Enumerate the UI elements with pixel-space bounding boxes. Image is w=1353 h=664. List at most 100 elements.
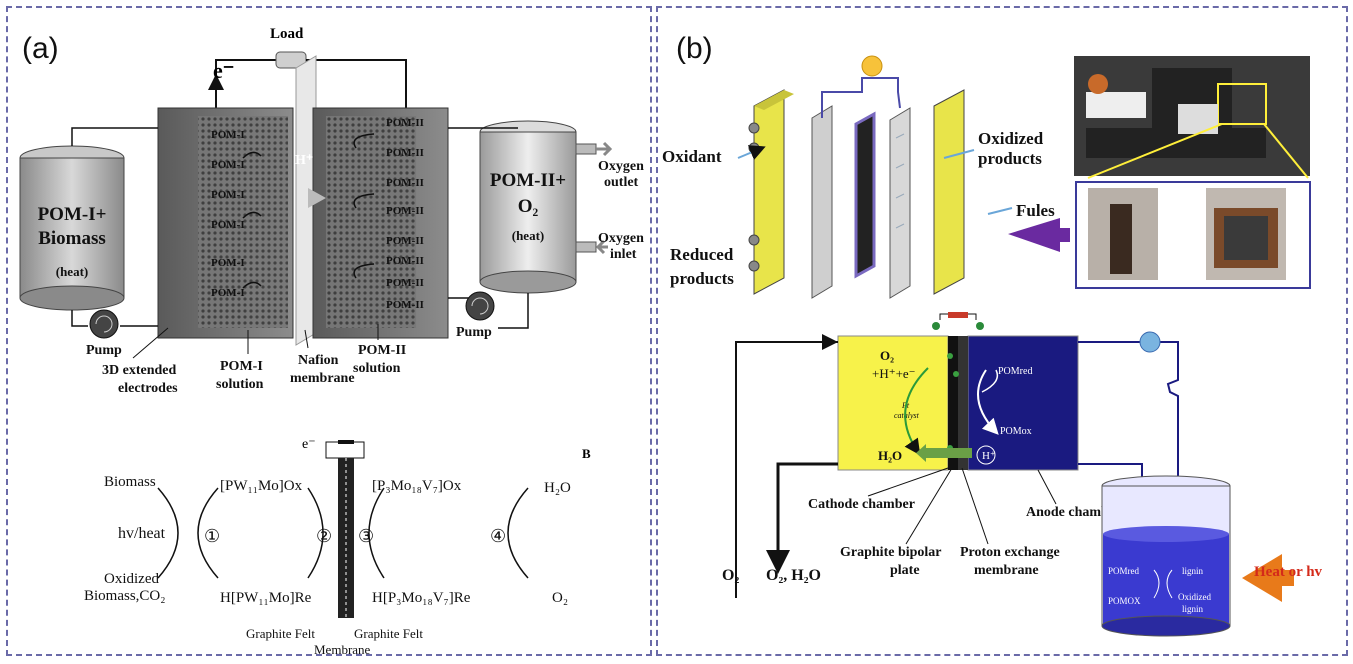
panel-b-diagram: Oxidant Reduced products Oxidized produc… [662, 55, 1323, 637]
oxidized-lignin-2: lignin [1182, 604, 1204, 614]
lignin-label: lignin [1182, 566, 1204, 576]
left-tank-line1: POM-I+ [38, 204, 107, 225]
reduced-1: Reduced [670, 245, 734, 264]
pom1-label: POM-I [211, 219, 245, 231]
load-label: Load [270, 26, 304, 42]
proton-1: Proton exchange [960, 545, 1060, 560]
panel-a-label: (a) [22, 32, 59, 65]
proton-membrane [958, 336, 968, 470]
pom2-label: POM-II [386, 177, 424, 189]
electron-label-b: e⁻ [302, 437, 316, 452]
o2-h2o-label: O₂, H₂O [766, 567, 821, 584]
oxidized-2: Biomass,CO₂ [84, 588, 166, 604]
hplus-b-label: H⁺ [982, 450, 996, 462]
pom1-label: POM-I [211, 257, 245, 269]
panel-b-label: (b) [676, 32, 713, 65]
step-1: ① [204, 526, 220, 546]
panel-a-diagram: H⁺ POM-I POM-I POM-I POM-I POM-I POM-I P… [19, 26, 644, 657]
electron-label-a: e⁻ [213, 58, 234, 83]
pw-ox-label: [PW₁₁Mo]Ox [220, 478, 303, 494]
pt-catalyst-2: catalyst [894, 411, 920, 420]
pump-left-icon [89, 309, 119, 339]
right-tank-line1: POM-II+ [490, 170, 566, 191]
right-tank-line2: O₂ [518, 196, 539, 217]
oxidant-label: Oxidant [662, 147, 722, 166]
panel-a: (a) [6, 6, 652, 657]
anode-chamber [967, 335, 1079, 471]
left-tank-line2: Biomass [38, 228, 106, 249]
label-pom2-2: solution [353, 361, 401, 376]
pom1-label: POM-I [211, 129, 245, 141]
reduced-2: products [670, 269, 734, 288]
oxygen-outlet-2: outlet [604, 175, 639, 190]
step-4: ④ [490, 526, 506, 546]
p3-re-label: H[P₃Mo₁₈V₇]Re [372, 590, 471, 606]
pom-ox-label: POMox [1000, 426, 1032, 437]
graphite-left-label: Graphite Felt [246, 626, 315, 641]
oxygen-inlet-1: Oxygen [598, 231, 644, 246]
label-nafion-2: membrane [290, 371, 355, 386]
step-2: ② [316, 526, 332, 546]
oxidized-lignin-1: Oxidized [1178, 592, 1211, 602]
membrane-label: Membrane [314, 642, 371, 657]
proton-arrow [926, 448, 972, 458]
pom1-label: POM-I [211, 189, 245, 201]
graphite-1: Graphite bipolar [840, 545, 942, 560]
pom2-label: POM-II [386, 205, 424, 217]
hv-heat-label: hv/heat [118, 525, 166, 542]
step-3: ③ [358, 526, 374, 546]
bipolar-plate-right [889, 107, 911, 299]
label-3d-2: electrodes [118, 381, 178, 396]
o2-left-label: O₂ [722, 567, 739, 584]
pom1-label: POM-I [211, 287, 245, 299]
label-nafion-1: Nafion [298, 353, 339, 368]
label-pom2-1: POM-II [358, 343, 406, 358]
oxygen-outlet-1: Oxygen [598, 159, 644, 174]
membrane-electrode [854, 111, 876, 279]
pump-right-icon [465, 291, 495, 321]
cathode-chamber [837, 335, 949, 471]
panel-b: (b) [656, 6, 1348, 656]
pom2-label: POM-II [386, 235, 424, 247]
pom2-label: POM-II [386, 277, 424, 289]
oxygen-inlet-2: inlet [610, 247, 637, 262]
pump-left-label: Pump [86, 343, 122, 358]
proton-2: membrane [974, 563, 1039, 578]
o2-label: O₂ [552, 590, 568, 606]
o2-reaction-1: O₂ [880, 348, 894, 363]
label-3d-1: 3D extended [102, 363, 176, 378]
o2-reaction-2: +H⁺+e⁻ [872, 366, 916, 381]
biomass-label: Biomass [104, 474, 156, 490]
beaker-pom-ox: POMOX [1108, 596, 1141, 606]
oxidized-products-2: products [978, 149, 1042, 168]
letter-b: B [582, 446, 591, 461]
graphite-plate [948, 336, 958, 470]
left-tank-line3: (heat) [56, 264, 89, 279]
bipolar-plate-left [811, 105, 833, 299]
anode-label: Anode chamber [1026, 505, 1121, 520]
heat-label: Heat or hv [1254, 564, 1323, 580]
heat-arrow [1242, 554, 1294, 602]
h2o-b-label: H₂O [878, 448, 902, 463]
fules-label: Fules [1016, 201, 1055, 220]
graphite-right-label: Graphite Felt [354, 626, 423, 641]
end-plate-right [933, 89, 965, 295]
pom-red-label: POMred [998, 366, 1032, 377]
pom2-label: POM-II [386, 255, 424, 267]
oxidized-products-1: Oxidized [978, 129, 1044, 148]
purple-arrow [1008, 218, 1070, 252]
pom2-label: POM-II [386, 147, 424, 159]
pom1-label: POM-I [211, 159, 245, 171]
pump-b-icon [1139, 331, 1161, 353]
label-pom1-1: POM-I [220, 359, 263, 374]
light-bulb-icon [861, 55, 883, 77]
h2o-label: H₂O [544, 480, 571, 496]
graphite-2: plate [890, 563, 920, 578]
pom2-label: POM-II [386, 117, 424, 129]
wire-right [306, 59, 407, 108]
pump-right-label: Pump [456, 325, 492, 340]
pom2-label: POM-II [386, 299, 424, 311]
oxidized-1: Oxidized [104, 571, 159, 587]
right-tank-line3: (heat) [512, 228, 545, 243]
p3-ox-label: [P₃Mo₁₈V₇]Ox [372, 478, 462, 494]
